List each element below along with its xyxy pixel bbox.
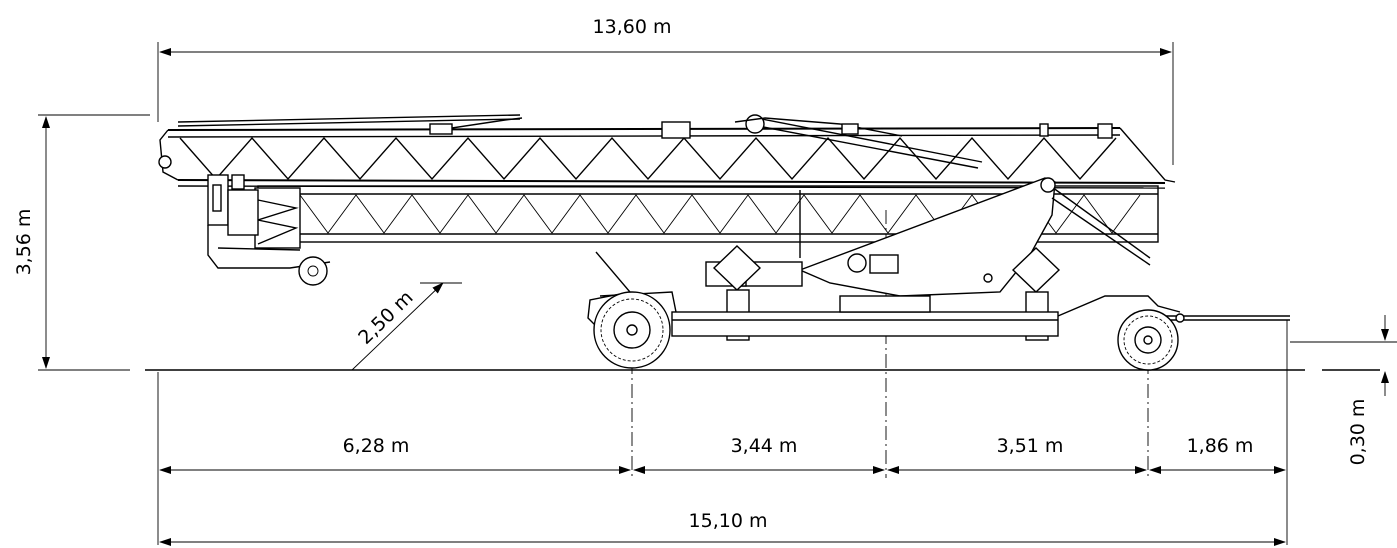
label-seg-rear: 3,51 m <box>997 435 1064 457</box>
rear-wheel <box>1117 309 1179 371</box>
label-seg-drawbar: 1,86 m <box>1187 435 1254 457</box>
chassis <box>587 251 1290 337</box>
dim-segments: 6,28 m 3,44 m 3,51 m 1,86 m <box>159 435 1286 474</box>
extension-lines <box>157 210 1288 545</box>
dim-overall-length: 15,10 m <box>159 510 1286 546</box>
upper-jib <box>158 114 1176 189</box>
label-height: 3,56 m <box>13 209 35 276</box>
label-clearance: 2,50 m <box>354 287 417 349</box>
dim-ground-clearance: 0,30 m <box>1290 315 1397 465</box>
label-seg-front: 6,28 m <box>343 435 410 457</box>
dim-top-length: 13,60 m <box>157 16 1174 165</box>
crane-body <box>158 114 1290 371</box>
dim-height: 3,56 m <box>13 114 150 371</box>
label-top-length: 13,60 m <box>593 16 672 38</box>
label-seg-axle: 3,44 m <box>731 435 798 457</box>
folding-head <box>207 174 331 286</box>
label-ground-clearance: 0,30 m <box>1347 399 1369 466</box>
dim-clearance: 2,50 m <box>351 282 462 371</box>
label-overall-length: 15,10 m <box>689 510 768 532</box>
front-wheel <box>593 291 671 369</box>
